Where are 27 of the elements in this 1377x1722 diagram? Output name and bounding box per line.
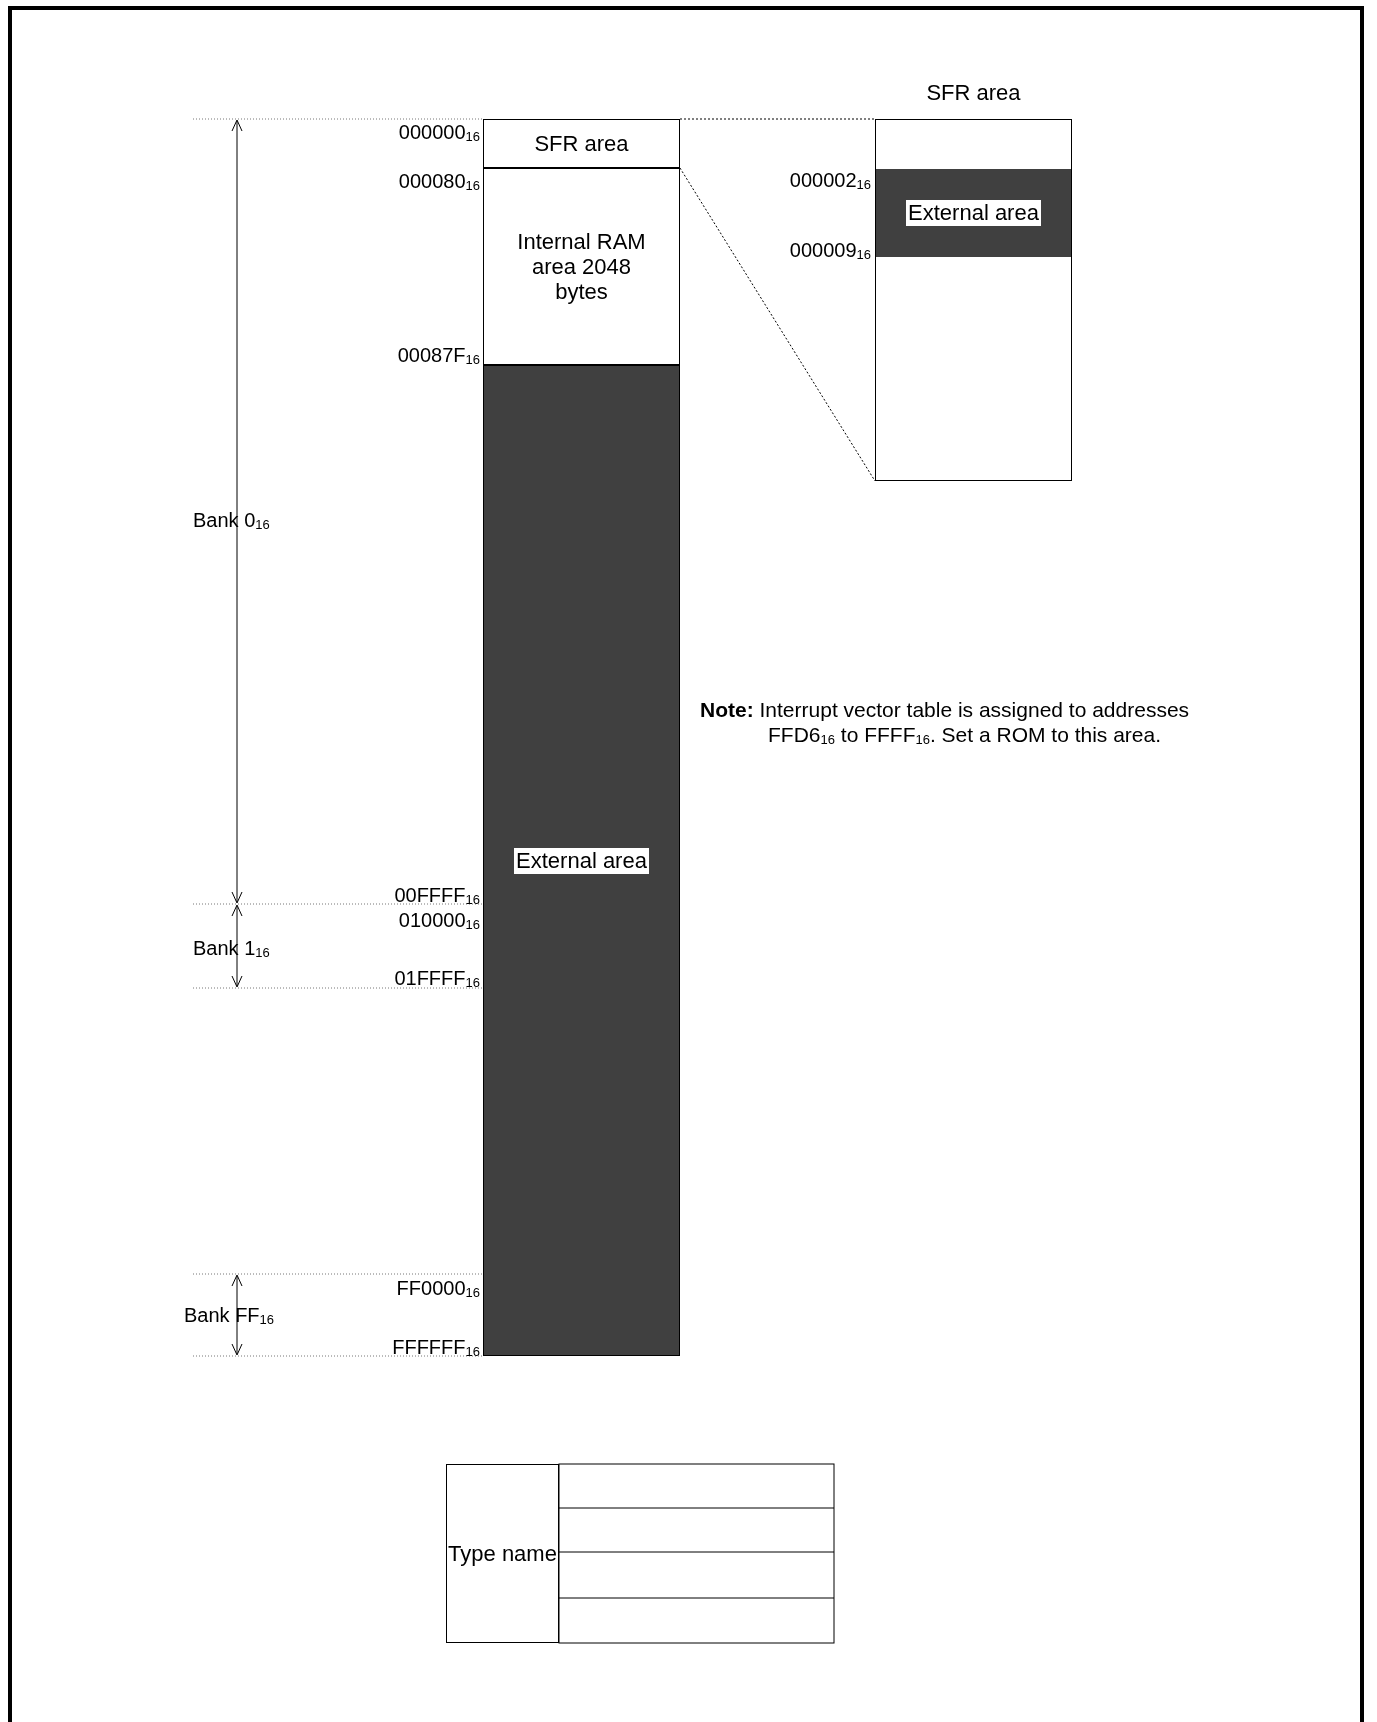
address-label: 00087F$_{16}$	[397, 345, 480, 366]
address-label: FF0000$_{16}$	[396, 1278, 480, 1299]
bank-label: Bank FF$_{16}$	[184, 1305, 275, 1326]
address-label: 000002$_{16}$	[789, 170, 871, 191]
address-label: FFFFFF$_{16}$	[392, 1337, 480, 1358]
expansion-line	[679, 118, 876, 120]
memory-region	[483, 168, 680, 365]
address-label: 010000$_{16}$	[398, 910, 480, 931]
memory-region	[876, 169, 1071, 257]
address-label: 01FFFF$_{16}$	[394, 968, 480, 989]
note-text: Note: Interrupt vector table is assigned to addresses FFD6$_{16}$ to FFFF$_{16}$. Set a ROM to this area.	[700, 697, 1191, 748]
address-label: 00FFFF$_{16}$	[394, 885, 480, 906]
memory-region	[483, 365, 680, 1356]
bank-label: Bank 0$_{16}$	[193, 510, 270, 531]
memory-region	[483, 119, 680, 168]
table-header-cell	[446, 1464, 559, 1643]
region-label: Internal RAM area 2048 bytes	[516, 228, 647, 305]
address-label: 000080$_{16}$	[398, 171, 480, 192]
region-label: Type name	[448, 1540, 557, 1567]
address-label: 000000$_{16}$	[398, 122, 480, 143]
address-label: 000009$_{16}$	[789, 240, 871, 261]
region-label: External area	[906, 200, 1041, 226]
bank-label: Bank 1$_{16}$	[193, 938, 270, 959]
region-label: External area	[514, 847, 649, 874]
expansion-line	[679, 167, 876, 482]
region-heading: SFR area	[925, 80, 1022, 106]
region-label: SFR area	[534, 130, 629, 157]
